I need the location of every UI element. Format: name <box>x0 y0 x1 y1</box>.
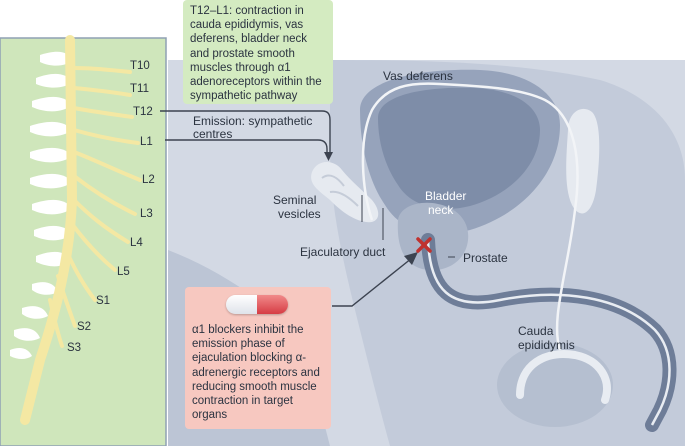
prostate-label: Prostate <box>463 251 508 265</box>
seminal-vesicles <box>311 162 379 223</box>
alpha-blocker-text: α1 blockers inhibit the emission phase o… <box>192 324 320 422</box>
level-label: L5 <box>117 266 130 278</box>
pathway-arrows <box>160 110 331 152</box>
level-label: T11 <box>130 83 149 95</box>
level-label: L2 <box>142 174 155 186</box>
arrowhead-icon <box>324 152 333 161</box>
block-x-icon <box>416 237 432 253</box>
testis <box>497 343 613 427</box>
spine-panel <box>0 37 167 446</box>
level-label: T10 <box>130 60 150 72</box>
vas-deferens <box>361 82 579 351</box>
level-label: L1 <box>140 136 153 148</box>
emission-label-text: Emission: sympathetic centres <box>193 114 313 141</box>
cauda-epididymis-label: epididymis <box>518 338 575 352</box>
ejaculatory-duct-label: Ejaculatory duct <box>300 245 386 259</box>
spine-level-labels: T10 T11 T12 L1 L2 L3 L4 L5 S1 S2 S3 <box>67 60 155 354</box>
sympathetic-pathway-box: T12–L1: contraction in cauda epididymis,… <box>183 0 333 104</box>
seminal-vesicles-label: Seminal <box>273 193 316 207</box>
pubic-bone <box>566 108 600 214</box>
sympathetic-pathway-text: T12–L1: contraction in cauda epididymis,… <box>190 5 322 103</box>
bladder-neck-label: Bladder <box>425 189 466 203</box>
level-label: S2 <box>77 321 91 333</box>
bladder-lumen <box>378 87 540 209</box>
cauda-epididymis-label: Cauda <box>518 324 554 338</box>
blocker-arrow <box>332 257 413 307</box>
level-label: L4 <box>130 237 143 249</box>
vertebrae <box>10 51 72 359</box>
seminal-vesicles-label: vesicles <box>278 207 321 221</box>
emission-label: Emission: sympathetic centres <box>193 115 313 141</box>
level-label: S3 <box>67 342 81 354</box>
level-label: L3 <box>140 208 153 220</box>
level-label: S1 <box>96 295 110 307</box>
arrowhead-icon <box>404 252 418 265</box>
level-label: T12 <box>133 106 153 118</box>
spinal-nerves <box>20 35 142 425</box>
cauda-epididymis <box>516 350 611 404</box>
leader-lines <box>361 195 455 258</box>
capsule-icon <box>226 295 288 314</box>
vas-deferens-label: Vas deferens <box>383 69 453 83</box>
bladder-neck-label: neck <box>428 203 454 217</box>
